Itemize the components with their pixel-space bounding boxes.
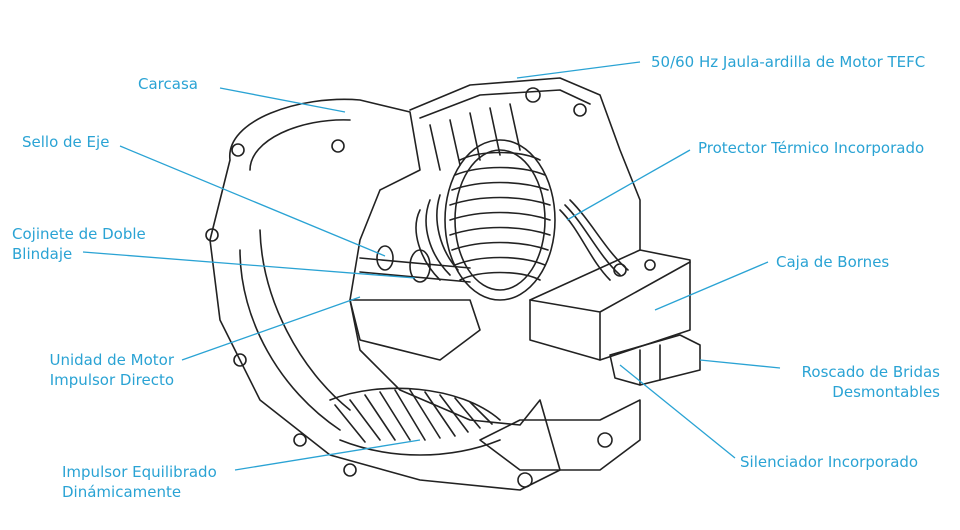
label-unidad-motor: Unidad de Motor Impulsor Directo	[49, 351, 174, 389]
shaft	[359, 257, 471, 283]
leader-silenciador	[619, 364, 736, 459]
label-carcasa: Carcasa	[138, 75, 198, 93]
label-impulsor: Impulsor Equilibrado Dinámicamente	[62, 463, 217, 501]
leader-cojinete	[82, 251, 416, 279]
leader-unidad	[181, 296, 361, 361]
terminal-box	[529, 249, 691, 361]
label-sello-de-eje: Sello de Eje	[22, 133, 110, 151]
label-cojinete: Cojinete de Doble Blindaje	[12, 225, 146, 263]
label-protector-termico: Protector Térmico Incorporado	[698, 139, 925, 157]
label-silenciador: Silenciador Incorporado	[740, 453, 919, 471]
leader-impulsor	[234, 439, 421, 471]
leader-roscado	[699, 359, 781, 369]
leader-carcasa	[219, 87, 346, 113]
stator-windings	[444, 139, 556, 301]
leader-sello	[119, 145, 386, 257]
label-motor-tefc: 50/60 Hz Jaula-ardilla de Motor TEFC	[651, 53, 926, 71]
leader-motor	[516, 61, 641, 79]
flange	[609, 334, 701, 386]
leader-caja	[654, 261, 769, 311]
leader-protector	[566, 149, 691, 221]
label-caja-de-bornes: Caja de Bornes	[776, 253, 890, 271]
label-roscado-bridas: Roscado de Bridas Desmontables	[801, 363, 940, 401]
motor-body	[409, 77, 641, 251]
impeller-blades	[334, 389, 493, 443]
base-foot	[479, 399, 641, 471]
housing-outline	[209, 98, 561, 491]
